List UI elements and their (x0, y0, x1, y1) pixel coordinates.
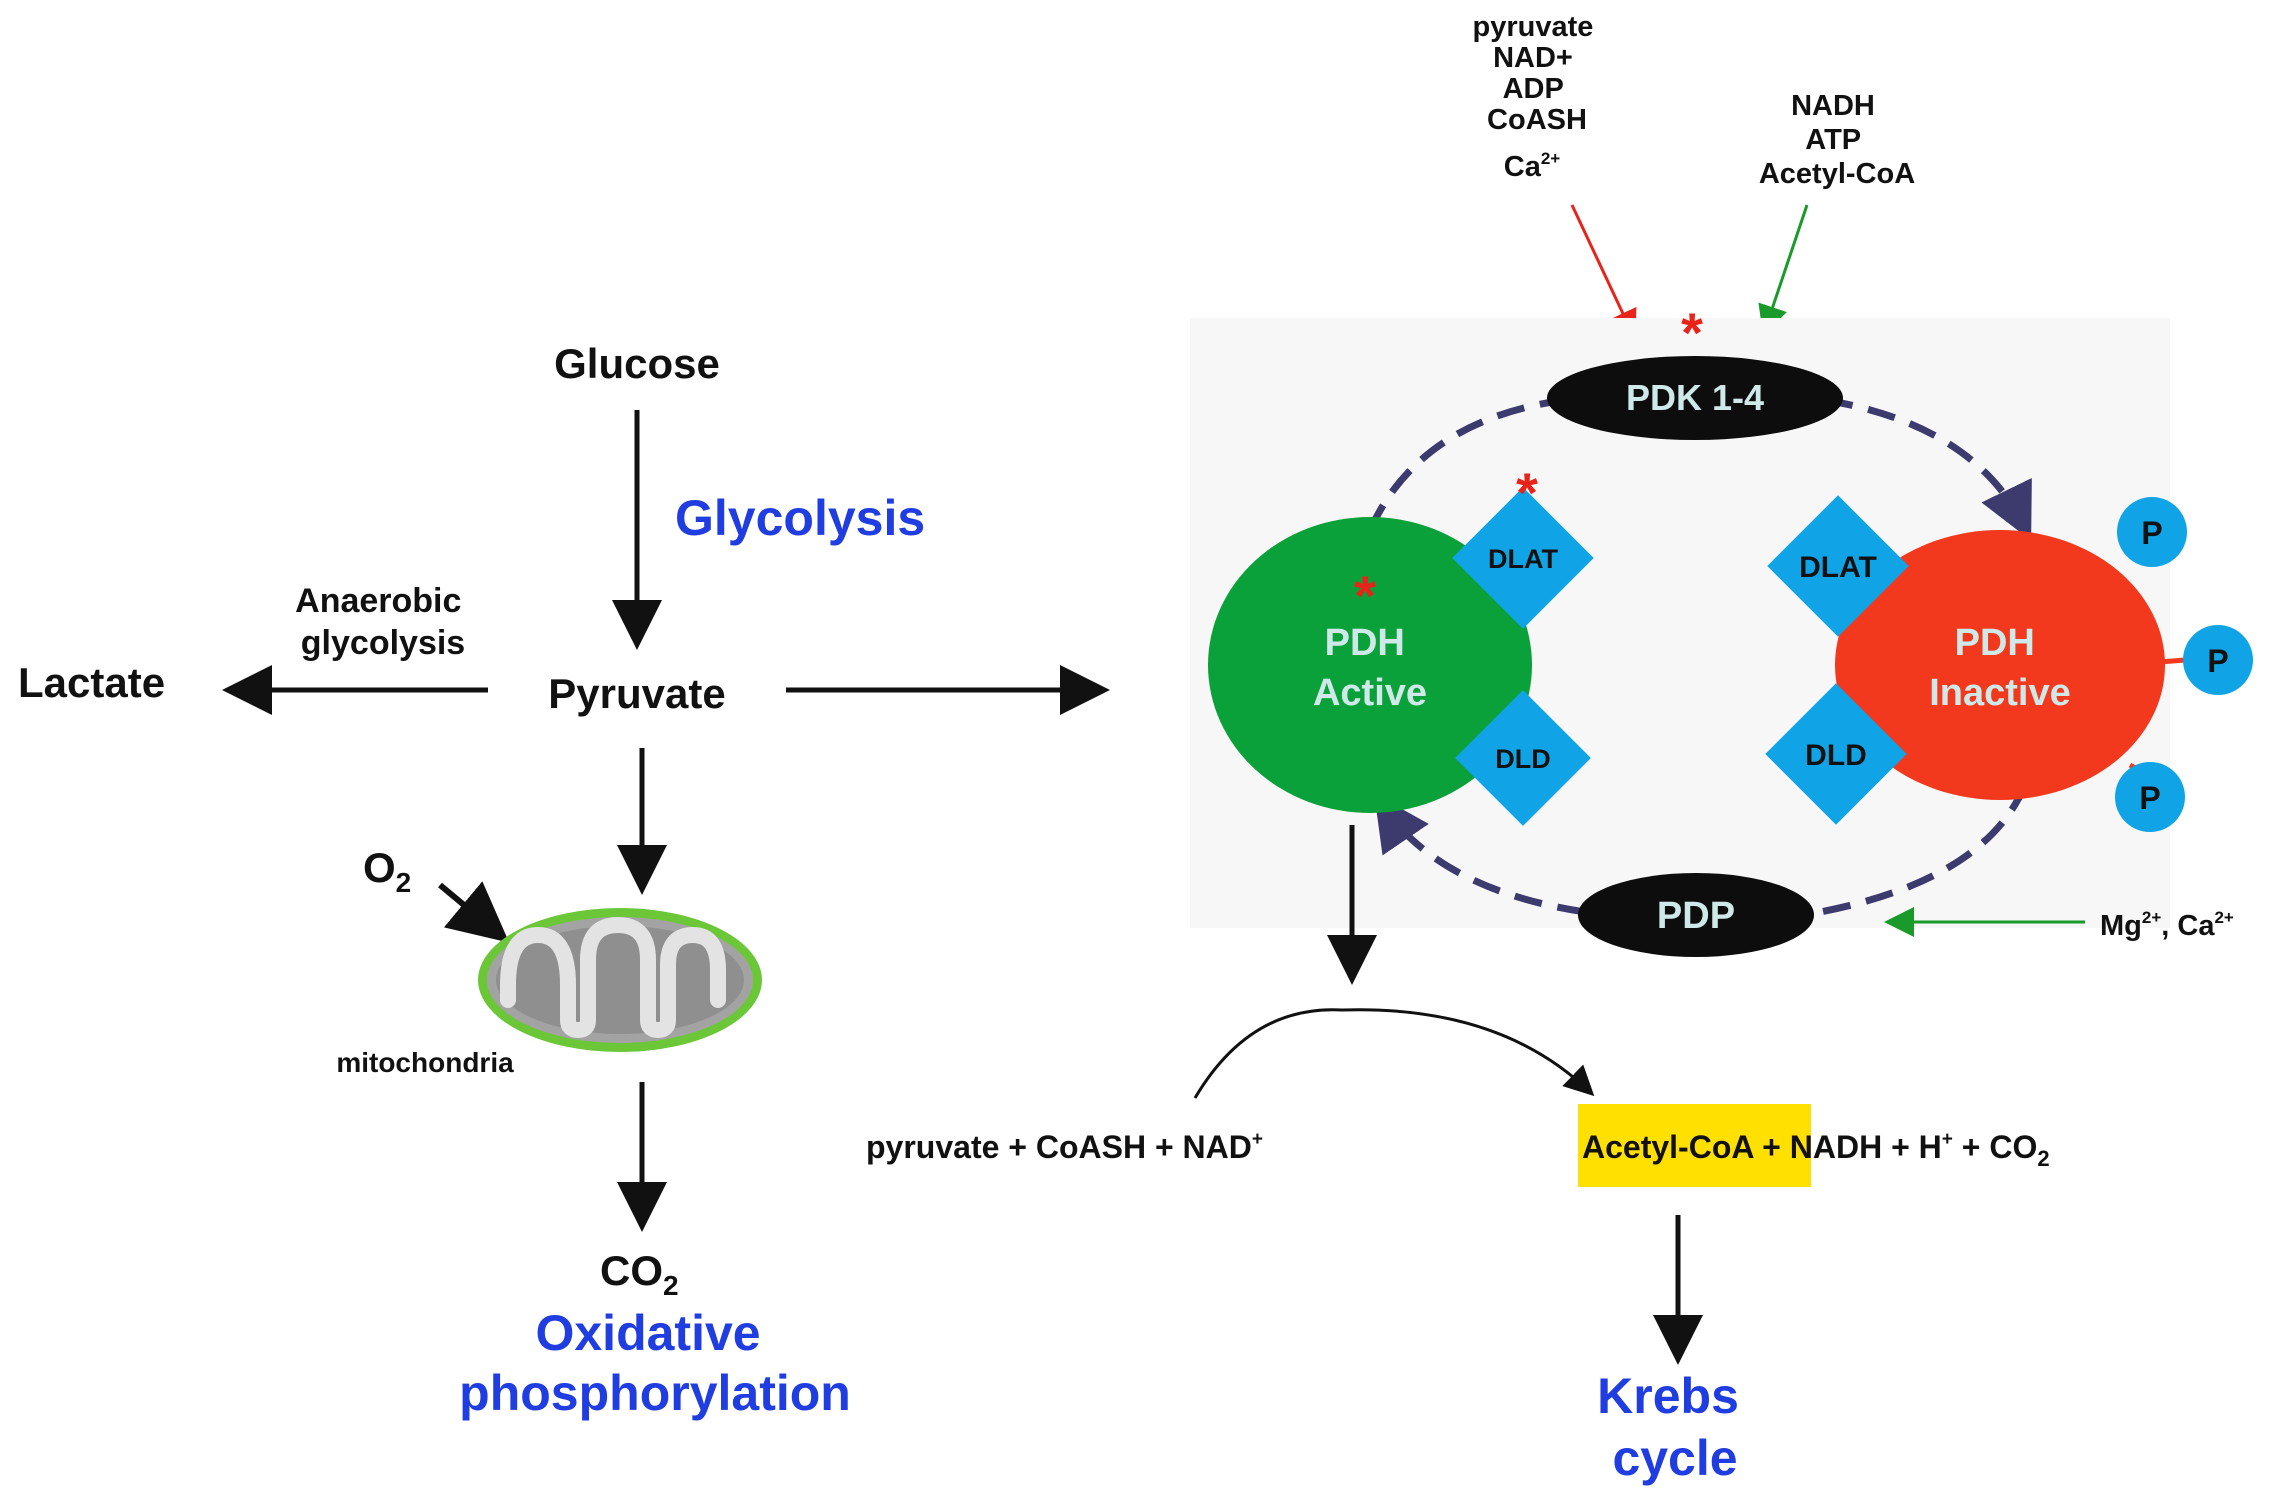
pdh-inactive-line1: PDH (1955, 622, 2035, 664)
phosphate-group-1 (2117, 497, 2187, 567)
substrates-text: pyruvate + CoASH + NAD (866, 1129, 1252, 1165)
activator-arrow (1570, 204, 1637, 341)
inhibitor-atp: ATP (1805, 124, 1861, 156)
dlat-asterisk: * (1516, 461, 1538, 524)
reaction-curve-arrow (1193, 1008, 1595, 1099)
o2-to-mitochondria-arrow (438, 881, 510, 943)
glycolysis-label: Glycolysis (675, 490, 925, 546)
krebs-cycle-label: Krebs cycle (1597, 1368, 1753, 1486)
anaerobic-line2: glycolysis (301, 624, 465, 662)
lactate-label: Lactate (18, 659, 165, 706)
inhibitor-acetyl-coa: Acetyl-CoA (1759, 158, 1915, 190)
activator-calcium-charge: 2+ (1541, 149, 1560, 168)
pdh-active-node (1208, 517, 1532, 813)
co2-label: CO2 (600, 1247, 679, 1301)
dlat-domain-inactive (1767, 495, 1909, 637)
pdp-label: PDP (1657, 895, 1735, 937)
pdh-active-line2: Active (1313, 672, 1427, 714)
glucose-label: Glucose (554, 340, 720, 387)
pdh-active-asterisk: * (1354, 564, 1376, 627)
pdk-node (1547, 356, 1843, 440)
acetyl-coa-highlight (1578, 1104, 1811, 1187)
pdp-activator-mg: Mg (2100, 910, 2142, 942)
oxidative-phosphorylation-label: Oxidative phosphorylation (459, 1305, 851, 1421)
phosphorylation-path (1366, 396, 2025, 530)
oxphos-line2: phosphorylation (459, 1365, 851, 1421)
activator-pyruvate: pyruvate (1473, 11, 1594, 43)
pdh-active-label: PDH Active (1313, 622, 1427, 714)
pdk-activator-list: pyruvate NAD+ ADP CoASH (1473, 11, 1602, 136)
o2-main: O (363, 844, 396, 891)
phosphate-label-3: P (2139, 780, 2160, 816)
pdk-inhibitor-list: NADH ATP Acetyl-CoA (1759, 90, 1915, 190)
inhibitor-arrow (1758, 204, 1809, 336)
oxphos-line1: Oxidative (535, 1305, 760, 1361)
mitochondria-label: mitochondria (336, 1047, 514, 1078)
phosphate-label-1: P (2141, 515, 2162, 551)
krebs-line2: cycle (1612, 1430, 1737, 1486)
pdp-activator-ca: , Ca (2161, 910, 2215, 942)
products-text-a: + NADH + H (1753, 1129, 1941, 1165)
pdp-node (1578, 873, 1814, 957)
dld-domain-active (1455, 690, 1591, 826)
dlat-label-inactive: DLAT (1799, 551, 1877, 584)
pdh-active-line1: PDH (1325, 622, 1405, 664)
products-charge: + (1942, 1129, 1953, 1150)
dlat-domain-active (1452, 487, 1594, 629)
products-subscript: 2 (2037, 1146, 2049, 1171)
activator-calcium: Ca2+ (1504, 149, 1561, 183)
pdh-inactive-node (1835, 530, 2165, 800)
anaerobic-line1: Anaerobic (295, 582, 461, 620)
o2-label: O2 (363, 844, 411, 898)
pyruvate-label: Pyruvate (548, 670, 725, 717)
phosphate-group-3 (2115, 762, 2185, 832)
substrates-charge: + (1252, 1129, 1263, 1150)
activator-nad: NAD+ (1493, 42, 1573, 74)
pdp-activator-label: Mg2+, Ca2+ (2100, 908, 2234, 942)
reaction-products: Acetyl-CoA + NADH + H+ + CO2 (1582, 1129, 2050, 1171)
pdp-activator-mg-charge: 2+ (2142, 908, 2161, 927)
pdk-label: PDK 1-4 (1626, 377, 1764, 418)
pdh-inactive-line2: Inactive (1929, 672, 2071, 714)
co2-subscript: 2 (663, 1270, 679, 1301)
co2-main: CO (600, 1247, 663, 1294)
reaction-substrates: pyruvate + CoASH + NAD+ (866, 1129, 1263, 1165)
inhibitor-nadh: NADH (1791, 90, 1875, 122)
anaerobic-glycolysis-label: Anaerobic glycolysis (295, 582, 471, 662)
dld-label-active: DLD (1495, 744, 1551, 774)
activator-adp: ADP (1503, 73, 1564, 105)
o2-subscript: 2 (396, 867, 412, 898)
dld-label-inactive: DLD (1805, 739, 1867, 772)
dephosphorylation-path (1382, 785, 2029, 916)
dlat-label-active: DLAT (1488, 544, 1558, 574)
products-text-b: + CO (1953, 1129, 2037, 1165)
activator-coash: CoASH (1487, 104, 1587, 136)
krebs-line1: Krebs (1597, 1368, 1739, 1424)
acetyl-coa-text: Acetyl-CoA (1582, 1129, 1754, 1165)
phosphate-label-2: P (2207, 643, 2228, 679)
pdk-asterisk: * (1681, 301, 1703, 364)
activator-calcium-symbol: Ca (1504, 151, 1542, 183)
phosphate-group-2 (2183, 625, 2253, 695)
pdp-activator-ca-charge: 2+ (2214, 908, 2233, 927)
mitochondria-icon (478, 908, 762, 1052)
dld-domain-inactive (1765, 683, 1907, 825)
pdh-inactive-label: PDH Inactive (1929, 622, 2071, 714)
